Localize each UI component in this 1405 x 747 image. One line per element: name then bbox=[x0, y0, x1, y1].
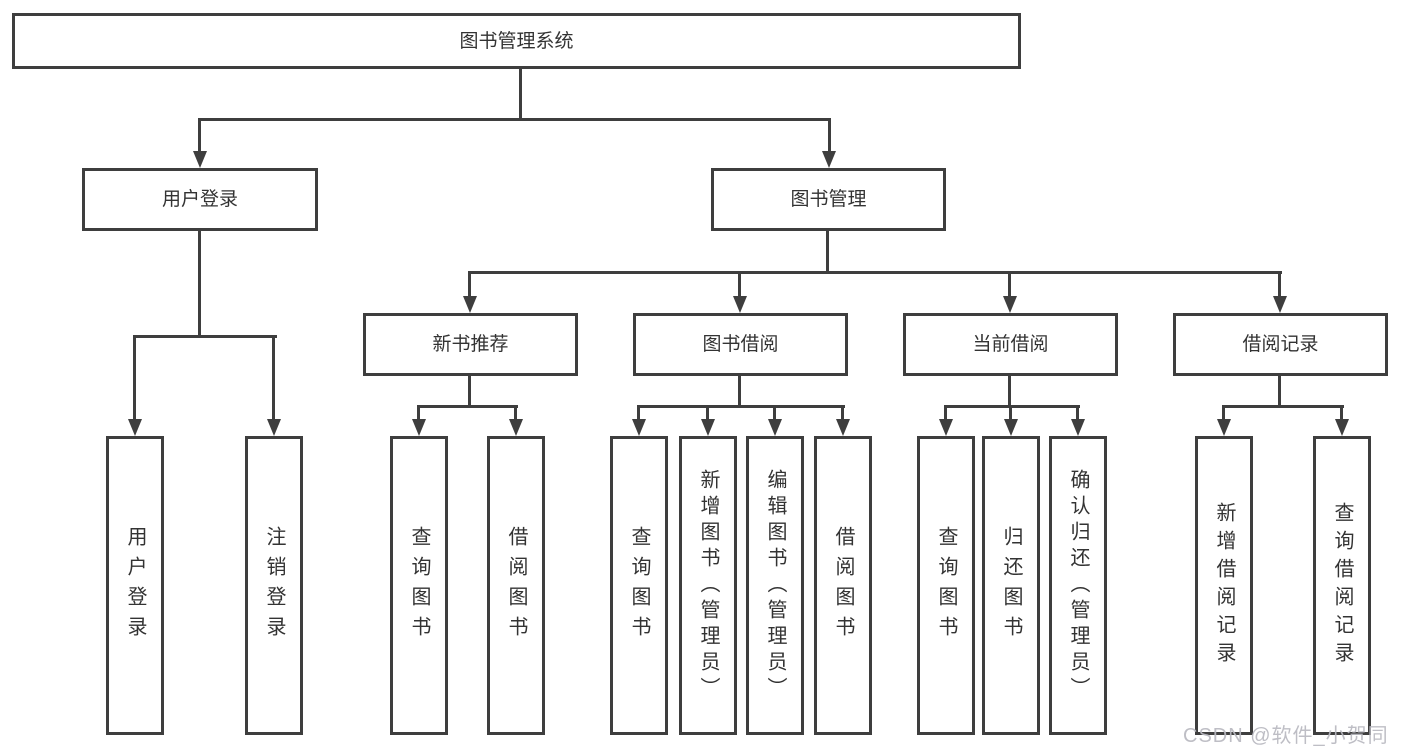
leaf-user-login: 用户登录 bbox=[106, 436, 164, 735]
connector-line bbox=[944, 405, 1080, 408]
node-borrow-records: 借阅记录 bbox=[1173, 313, 1388, 376]
connector-line bbox=[773, 405, 776, 422]
leaf-add-book-admin: 新增图书（管理员） bbox=[679, 436, 737, 735]
connector-line bbox=[514, 405, 517, 422]
connector-line bbox=[468, 271, 1282, 274]
arrow-down-icon bbox=[1335, 419, 1349, 436]
leaf-edit-book-admin: 编辑图书（管理员） bbox=[746, 436, 804, 735]
connector-line bbox=[738, 271, 741, 299]
connector-line bbox=[637, 405, 640, 422]
connector-line bbox=[272, 335, 275, 422]
node-new-book-recommend: 新书推荐 bbox=[363, 313, 578, 376]
arrow-down-icon bbox=[193, 151, 207, 168]
leaf-query-books-borrow: 查询图书 bbox=[610, 436, 668, 735]
connector-line bbox=[637, 405, 845, 408]
arrow-down-icon bbox=[1003, 296, 1017, 313]
connector-line bbox=[1278, 376, 1281, 407]
arrow-down-icon bbox=[463, 296, 477, 313]
arrow-down-icon bbox=[733, 296, 747, 313]
connector-line bbox=[1222, 405, 1344, 408]
leaf-query-borrow-record: 查询借阅记录 bbox=[1313, 436, 1371, 735]
connector-line bbox=[133, 335, 277, 338]
arrow-down-icon bbox=[1273, 296, 1287, 313]
connector-line bbox=[944, 405, 947, 422]
leaf-query-books-current: 查询图书 bbox=[917, 436, 975, 735]
leaf-logout: 注销登录 bbox=[245, 436, 303, 735]
connector-line bbox=[1009, 405, 1012, 422]
connector-line bbox=[1340, 405, 1343, 422]
connector-line bbox=[1222, 405, 1225, 422]
connector-line bbox=[417, 405, 420, 422]
node-current-borrow: 当前借阅 bbox=[903, 313, 1118, 376]
connector-line bbox=[468, 376, 471, 407]
connector-line bbox=[826, 231, 829, 274]
arrow-down-icon bbox=[768, 419, 782, 436]
node-book-borrow: 图书借阅 bbox=[633, 313, 848, 376]
arrow-down-icon bbox=[1217, 419, 1231, 436]
connector-line bbox=[841, 405, 844, 422]
connector-line bbox=[133, 335, 136, 422]
connector-line bbox=[198, 231, 201, 338]
connector-line bbox=[706, 405, 709, 422]
connector-line bbox=[1008, 271, 1011, 299]
connector-line bbox=[1008, 376, 1011, 407]
leaf-query-books-recommend: 查询图书 bbox=[390, 436, 448, 735]
leaf-return-book: 归还图书 bbox=[982, 436, 1040, 735]
connector-line bbox=[198, 118, 831, 121]
connector-line bbox=[417, 405, 518, 408]
node-user-login: 用户登录 bbox=[82, 168, 318, 231]
leaf-confirm-return-admin: 确认归还（管理员） bbox=[1049, 436, 1107, 735]
arrow-down-icon bbox=[1004, 419, 1018, 436]
arrow-down-icon bbox=[267, 419, 281, 436]
arrow-down-icon bbox=[128, 419, 142, 436]
connector-line bbox=[519, 69, 522, 121]
arrow-down-icon bbox=[632, 419, 646, 436]
arrow-down-icon bbox=[509, 419, 523, 436]
connector-line bbox=[828, 118, 831, 154]
arrow-down-icon bbox=[1071, 419, 1085, 436]
csdn-watermark: CSDN @软件_小贺同学 bbox=[1183, 725, 1389, 747]
connector-line bbox=[198, 118, 201, 154]
arrow-down-icon bbox=[822, 151, 836, 168]
leaf-borrow-books: 借阅图书 bbox=[814, 436, 872, 735]
arrow-down-icon bbox=[412, 419, 426, 436]
connector-line bbox=[738, 376, 741, 407]
node-library-system: 图书管理系统 bbox=[12, 13, 1021, 69]
connector-line bbox=[1278, 271, 1281, 299]
arrow-down-icon bbox=[836, 419, 850, 436]
node-book-management: 图书管理 bbox=[711, 168, 946, 231]
connector-line bbox=[1076, 405, 1079, 422]
leaf-borrow-books-recommend: 借阅图书 bbox=[487, 436, 545, 735]
connector-line bbox=[468, 271, 471, 299]
arrow-down-icon bbox=[939, 419, 953, 436]
arrow-down-icon bbox=[701, 419, 715, 436]
leaf-add-borrow-record: 新增借阅记录 bbox=[1195, 436, 1253, 735]
